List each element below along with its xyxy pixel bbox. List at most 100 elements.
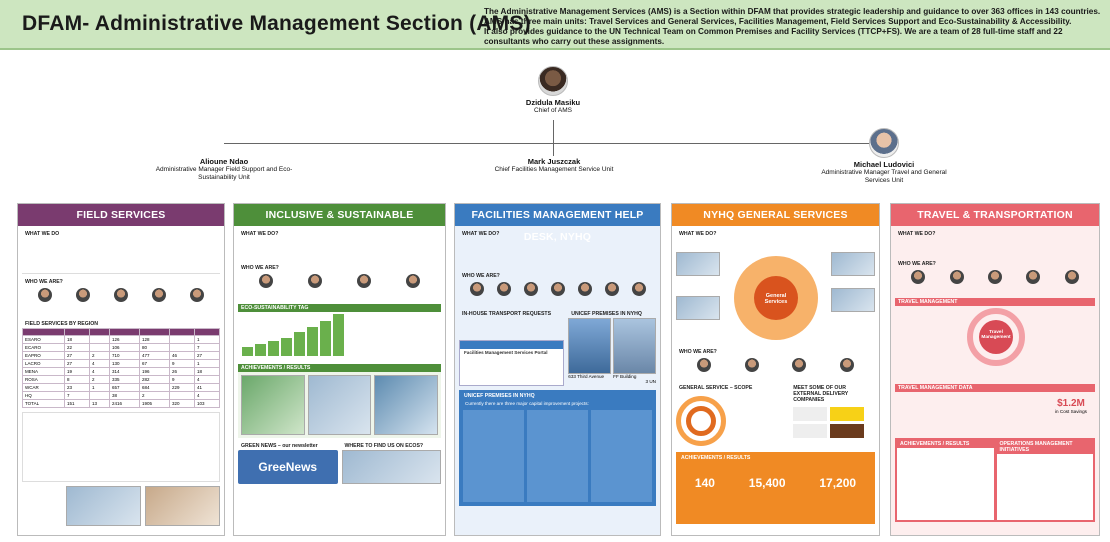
project-card-2 — [527, 409, 588, 502]
achievement-image-2 — [307, 375, 372, 435]
travel-ring — [967, 308, 1025, 366]
gs-photo-3 — [831, 252, 875, 276]
description-line-1: The Administrative Management Services (… — [484, 7, 1101, 16]
table-cell — [88, 391, 110, 401]
table-cell: 2 — [88, 351, 110, 361]
general-team-photos — [676, 356, 875, 374]
page-title: DFAM- Administrative Management Section … — [22, 12, 531, 35]
center-manager-name: Mark Juszczak — [527, 157, 581, 166]
right-manager-card: Michael Ludovici Administrative Manager … — [814, 128, 954, 185]
table-cell: 4 — [88, 359, 110, 369]
facilities-who: WHO WE ARE? — [459, 272, 656, 306]
table-cell: 7 — [63, 391, 90, 401]
field-stats-heading: FIELD SERVICES BY REGION — [25, 321, 99, 327]
project-card-3 — [591, 409, 652, 502]
inclusive-achievements: ACHIEVEMENTS / RESULTS — [238, 364, 441, 438]
table-cell: 335 — [108, 375, 140, 385]
general-who-heading: WHO WE ARE? — [679, 349, 717, 355]
travel-ops-heading: OPERATIONS MANAGEMENT INITIATIVES — [996, 440, 1093, 454]
table-cell: 130 — [108, 359, 140, 369]
eco-bar — [268, 340, 279, 356]
eco-bar-chart — [238, 312, 348, 356]
field-who-heading: WHO WE ARE? — [25, 279, 63, 285]
projects-heading: UNICEF PREMISES IN NYHQ — [464, 393, 535, 399]
building-photo-633 — [613, 318, 657, 374]
left-manager-title: Administrative Manager Field Support and… — [155, 166, 293, 181]
table-cell: 67 — [138, 359, 170, 369]
eco-bar — [307, 327, 318, 356]
table-cell: 2 — [138, 391, 170, 401]
achievement-image-3 — [374, 375, 439, 435]
travel-stats: TRAVEL MANAGEMENT DATA $1.2M in Cost Sav… — [895, 384, 1095, 434]
inclusive-what: WHAT WE DO? — [238, 230, 441, 260]
table-cell: 9 — [168, 359, 195, 369]
table-cell — [168, 343, 195, 353]
table-cell: 27 — [63, 359, 90, 369]
facilities-what-heading: WHAT WE DO? — [462, 231, 500, 237]
table-cell: 2 — [88, 375, 110, 385]
gs-photo-2 — [676, 296, 720, 320]
table-cell: 320 — [168, 399, 195, 409]
table-cell: TOTAL — [22, 399, 65, 409]
chief-photo — [538, 66, 568, 96]
inclusive-who-heading: WHO WE ARE? — [241, 265, 279, 271]
inclusive-who: WHO WE ARE? — [238, 264, 441, 300]
table-cell — [88, 335, 110, 345]
right-manager-title: Administrative Manager Travel and Genera… — [821, 169, 947, 184]
building-label-3un: 3 UN — [645, 379, 656, 384]
table-cell: 1 — [88, 383, 110, 393]
green-news-logo: GreeNews — [238, 450, 338, 484]
building-label-ff: FF Building — [613, 374, 637, 379]
table-cell: ESARO — [22, 335, 65, 345]
org-line-horizontal — [224, 143, 884, 144]
table-cell: 27 — [193, 351, 221, 361]
scope-ring-inner — [686, 406, 716, 436]
table-cell: MENA — [22, 367, 65, 377]
inclusive-bottom: GREEN NEWS – our newsletter GreeNews WHE… — [238, 442, 441, 484]
field-mini-tables — [22, 412, 220, 483]
field-who-we-are: WHO WE ARE? — [22, 278, 220, 316]
facilities-team-photos — [459, 280, 656, 298]
eco-bar — [255, 343, 266, 356]
eco-bar — [333, 314, 344, 356]
table-cell: 2416 — [108, 399, 140, 409]
travel-achievements-heading: ACHIEVEMENTS / RESULTS — [897, 440, 994, 448]
table-cell: 657 — [108, 383, 140, 393]
header-description: The Administrative Management Services (… — [484, 7, 1102, 47]
portal-screenshot: Facilities Management Services Portal — [459, 340, 565, 386]
premises-heading: UNICEF PREMISES IN NYHQ — [571, 311, 642, 317]
general-scope: GENERAL SERVICE – SCOPE MEET SOME OF OUR… — [676, 384, 875, 448]
column-field-services: FIELD SERVICES WHAT WE DO WHO WE ARE? FI… — [17, 203, 225, 536]
field-team-photos — [22, 286, 220, 304]
table-cell: 1 — [193, 359, 221, 369]
facilities-mid: IN-HOUSE TRANSPORT REQUESTS Facilities M… — [459, 310, 657, 386]
table-cell: 103 — [193, 399, 221, 409]
table-cell: 106 — [108, 343, 140, 353]
field-text-block — [22, 238, 220, 274]
table-cell: ECARO — [22, 343, 65, 353]
table-cell: 26 — [168, 367, 195, 377]
description-line-2: AMS has three main units: Travel Service… — [484, 17, 1072, 26]
table-cell: 19 — [63, 367, 90, 377]
inclusive-what-heading: WHAT WE DO? — [241, 231, 279, 237]
chief-title: Chief of AMS — [534, 107, 572, 114]
right-manager-name: Michael Ludovici — [853, 160, 915, 169]
table-cell: 18 — [63, 335, 90, 345]
general-services-diagram: General Services — [676, 252, 875, 344]
table-cell: 1 — [193, 335, 221, 345]
vendor-logo-4 — [830, 424, 865, 438]
table-cell: 4 — [88, 367, 110, 377]
center-manager-title: Chief Facilities Management Service Unit — [494, 166, 614, 173]
vendor-logo-3 — [793, 424, 828, 438]
table-cell: 80 — [138, 343, 170, 353]
right-manager-photo — [869, 128, 899, 158]
